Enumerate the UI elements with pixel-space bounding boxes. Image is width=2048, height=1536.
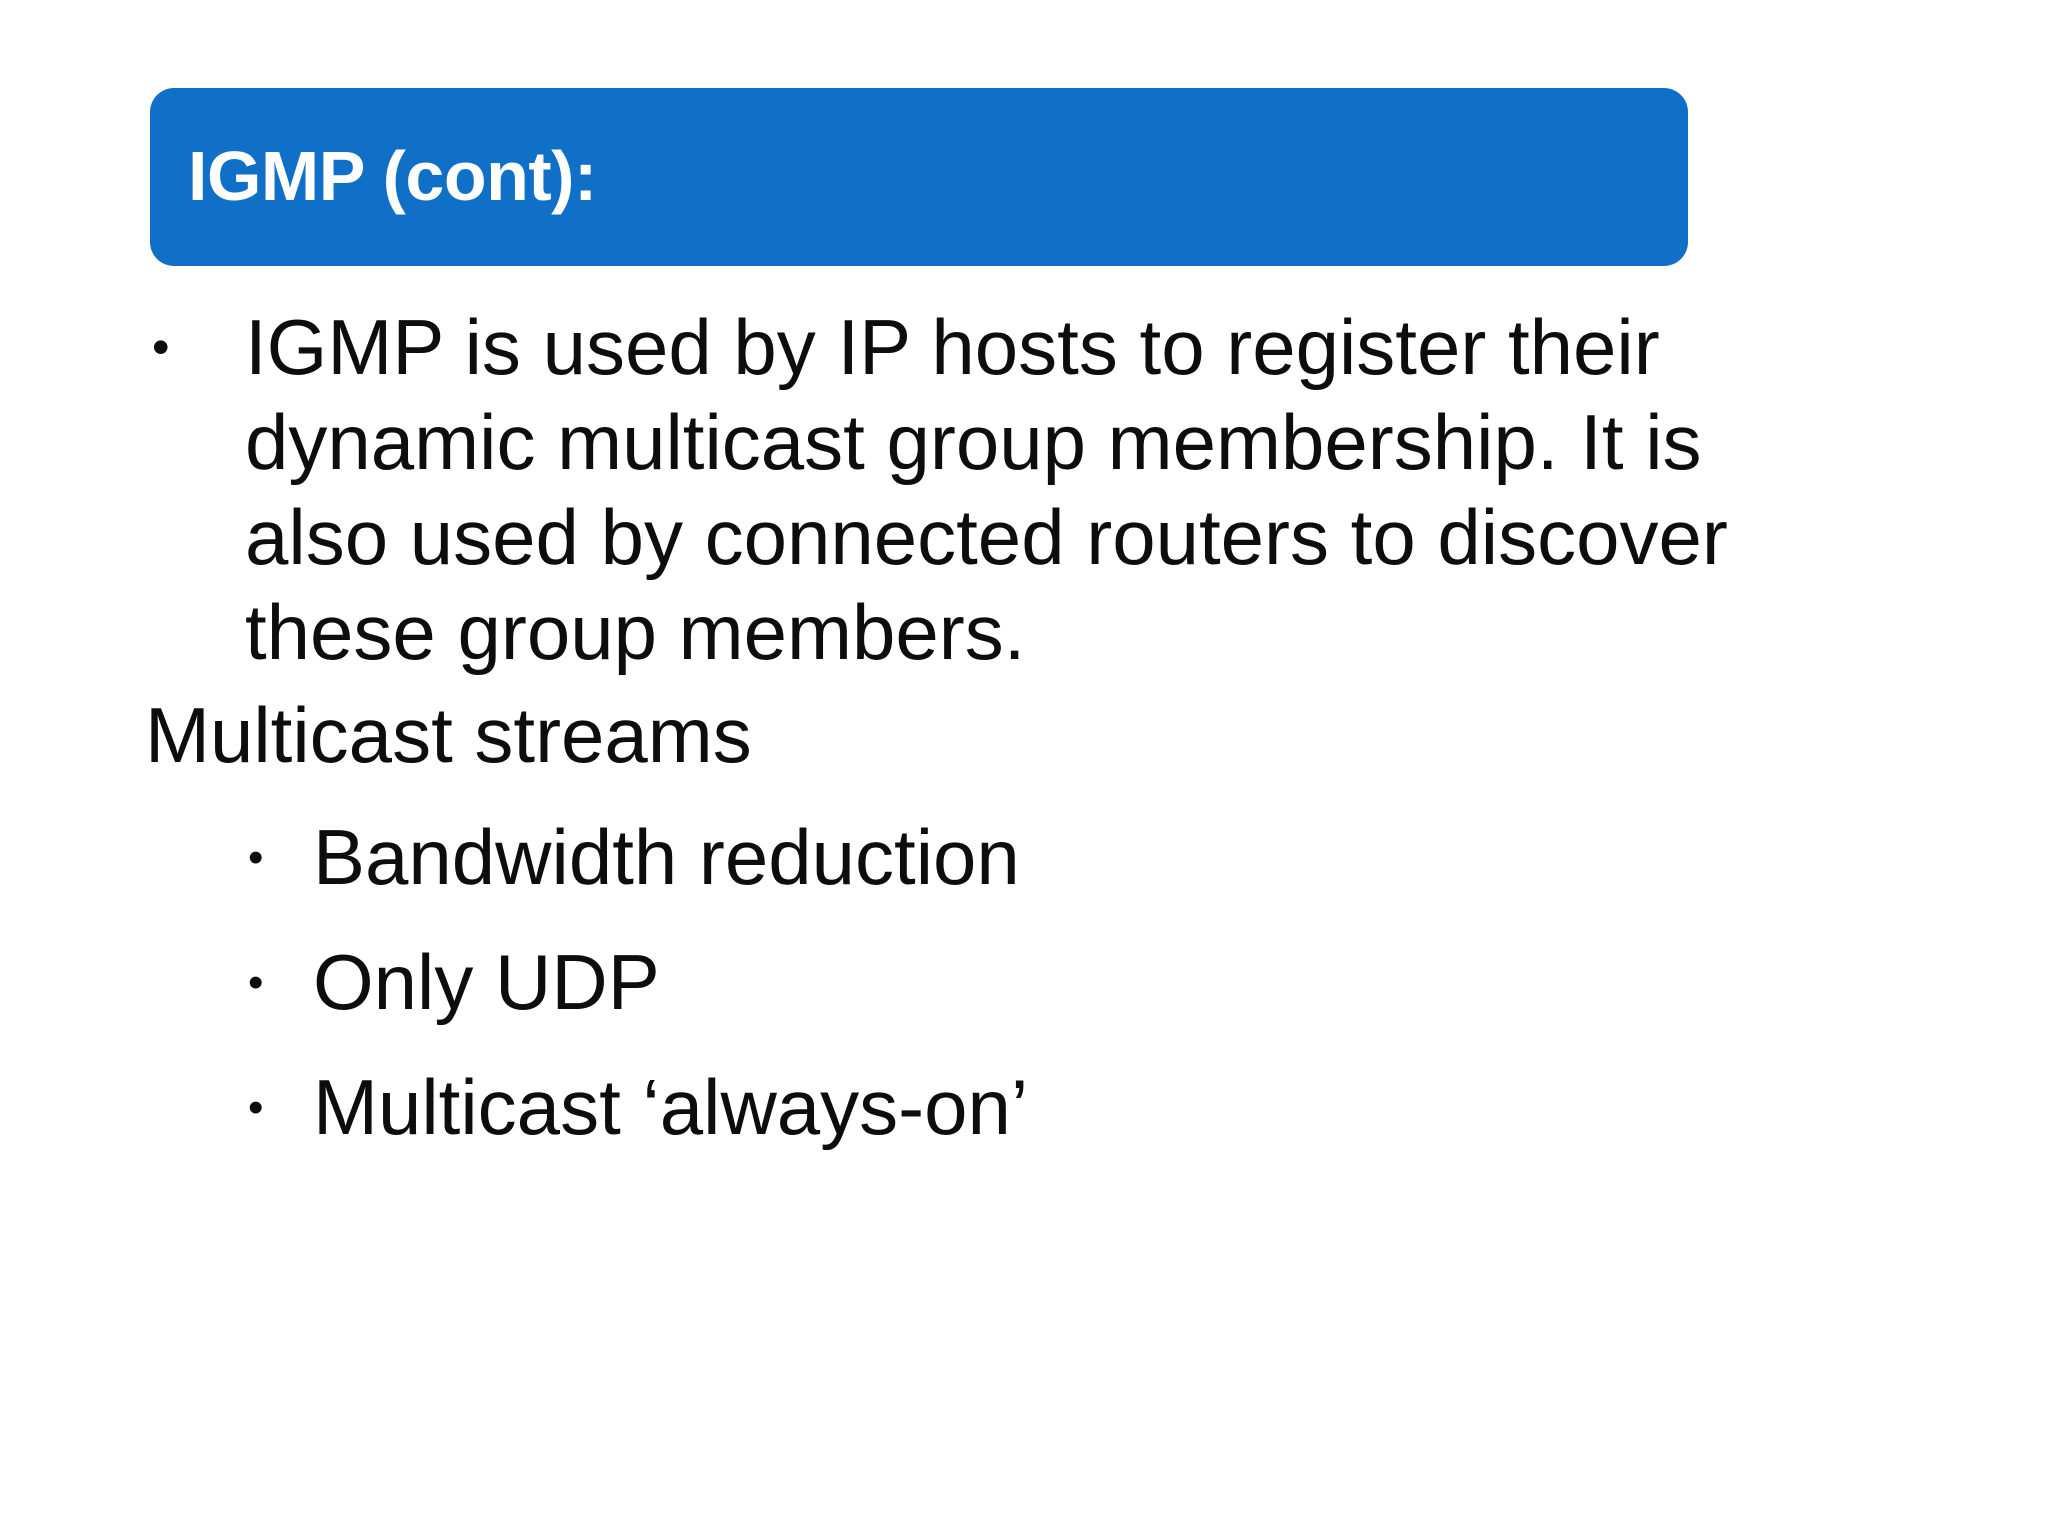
sub-bullet-list: • Bandwidth reduction • Only UDP • Multi… — [140, 795, 1920, 1170]
bullet-item-level2-text: Only UDP — [313, 938, 660, 1026]
bullet-item-level1-text: IGMP is used by IP hosts to register the… — [245, 303, 1728, 676]
page-title: IGMP (cont): — [188, 137, 597, 216]
bullet-marker-icon: • — [248, 958, 264, 1007]
bullet-item-level1: • IGMP is used by IP hosts to register t… — [140, 300, 1920, 680]
bullet-item-level2-always-on: • Multicast ‘always-on’ — [140, 1045, 1920, 1170]
bullet-marker-icon: • — [248, 1083, 264, 1132]
body-line-multicast-streams: Multicast streams — [145, 691, 752, 779]
bullet-item-level2-bandwidth: • Bandwidth reduction — [140, 795, 1920, 920]
bullet-item-level2-udp: • Only UDP — [140, 920, 1920, 1045]
bullet-marker-icon: • — [248, 833, 264, 882]
slide-body: • IGMP is used by IP hosts to register t… — [140, 300, 1920, 1170]
title-banner: IGMP (cont): — [150, 88, 1688, 266]
bullet-marker-icon: • — [152, 319, 170, 375]
bullet-item-level2-text: Bandwidth reduction — [313, 813, 1020, 901]
bullet-item-level2-text: Multicast ‘always-on’ — [313, 1063, 1029, 1151]
